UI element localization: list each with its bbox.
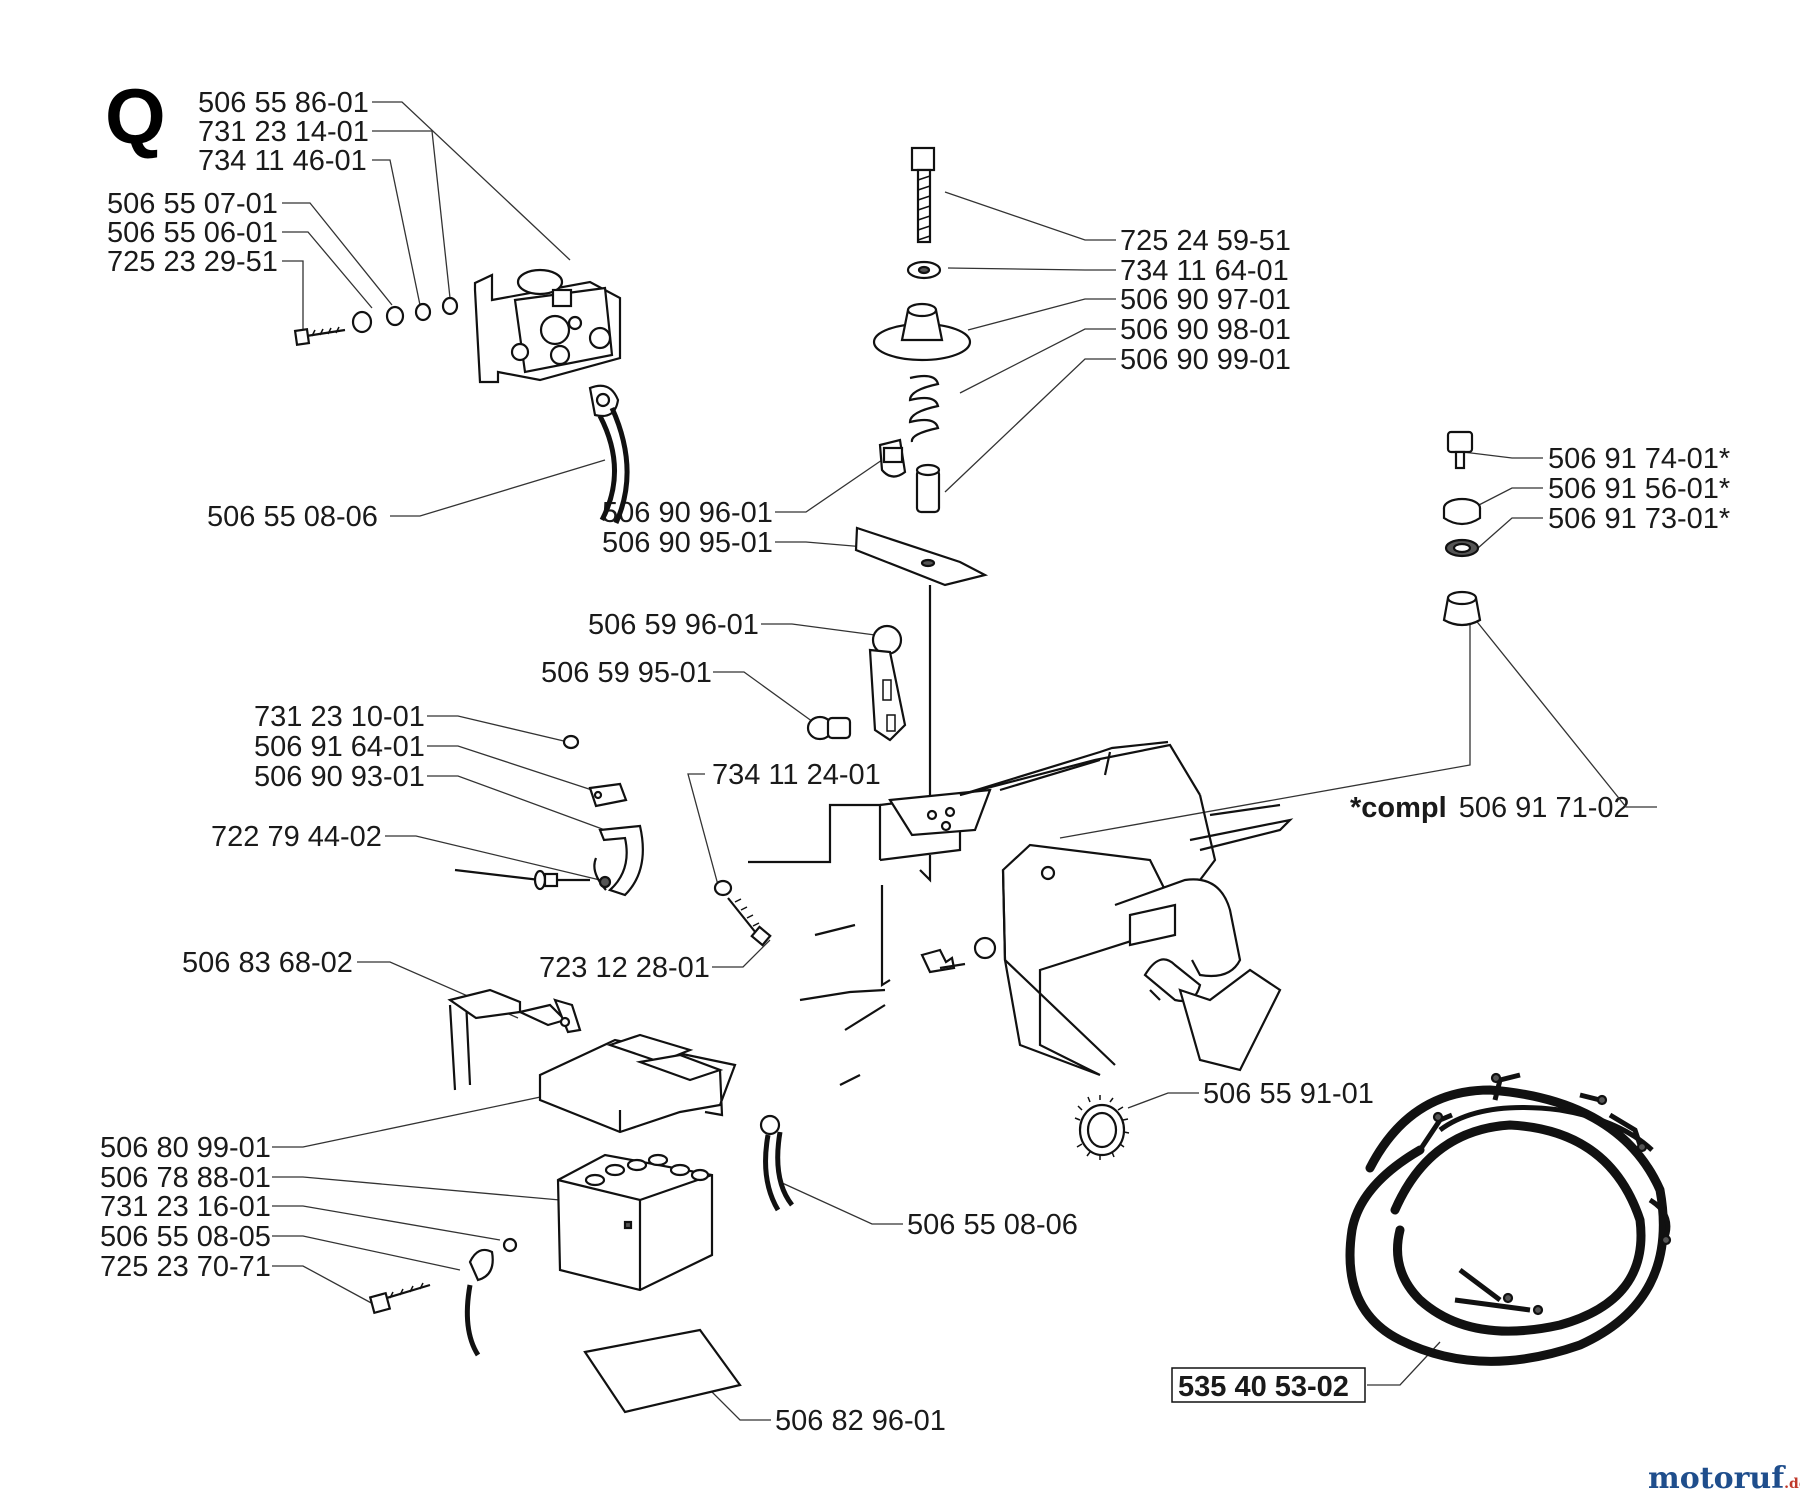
harness-label-box: [1171, 1367, 1366, 1403]
part-label: 506 91 73-01*: [1548, 503, 1730, 535]
part-label: 506 91 64-01: [254, 731, 425, 763]
part-label: 506 90 93-01: [254, 761, 425, 793]
part-label: 722 79 44-02: [211, 821, 382, 853]
part-label: 506 90 97-01: [1120, 284, 1291, 316]
part-label: 731 23 10-01: [254, 701, 425, 733]
part-label: 506 55 07-01: [107, 188, 278, 220]
part-label: 506 55 91-01: [1203, 1078, 1374, 1110]
section-letter: Q: [105, 72, 166, 160]
part-label: 725 23 29-51: [107, 246, 278, 278]
battery: [368, 1114, 795, 1357]
chassis-frame: [748, 740, 1294, 1086]
key-switch-assembly: [1442, 430, 1482, 627]
harness-label: 535 40 53-02: [1178, 1371, 1349, 1403]
part-label: 731 23 16-01: [100, 1191, 271, 1223]
compl-label: *compl 506 91 71-02: [1350, 792, 1630, 824]
gear-bushing: [1074, 1095, 1130, 1160]
part-label: 725 24 59-51: [1120, 225, 1291, 257]
part-label: 506 90 96-01: [602, 497, 773, 529]
part-label: 506 78 88-01: [100, 1162, 271, 1194]
battery-cover: [538, 1033, 737, 1134]
part-label: 506 91 74-01*: [1548, 443, 1730, 475]
part-label: 734 11 24-01: [712, 759, 881, 791]
part-label: 506 91 56-01*: [1548, 473, 1730, 505]
part-label: 506 90 98-01: [1120, 314, 1291, 346]
lever-assembly: [806, 624, 907, 742]
part-label: 506 59 96-01: [588, 609, 759, 641]
part-label: 506 90 95-01: [602, 527, 773, 559]
solenoid-assembly: [293, 268, 630, 525]
part-label: 506 55 08-05: [100, 1221, 271, 1253]
watermark-suffix: .de: [1784, 1476, 1800, 1492]
compl-number: 506 91 71-02: [1459, 792, 1630, 824]
part-label: 506 55 08-06: [907, 1209, 1078, 1241]
part-label: 506 59 95-01: [541, 657, 712, 689]
part-label: 506 82 96-01: [775, 1405, 946, 1437]
leader-lines: [272, 101, 1657, 1421]
part-label: 734 11 46-01: [198, 145, 367, 177]
switch-clip-assembly: [454, 734, 772, 947]
shaft-assembly: [854, 146, 989, 810]
part-label: 506 90 99-01: [1120, 344, 1291, 376]
part-label: 723 12 28-01: [539, 952, 710, 984]
watermark-main: motoruf: [1648, 1461, 1786, 1496]
part-label: 506 80 99-01: [100, 1132, 271, 1164]
part-labels: 506 55 86-01 731 23 14-01 734 11 46-01 5…: [100, 87, 1730, 1437]
battery-mat: [583, 1328, 742, 1414]
part-label: 725 23 70-71: [100, 1251, 271, 1283]
wire-harness: [1345, 1072, 1672, 1366]
battery-holder: [447, 988, 582, 1091]
part-label: 731 23 14-01: [198, 116, 369, 148]
watermark-logo: motoruf.de: [1648, 1461, 1800, 1496]
part-label: 734 11 64-01: [1120, 255, 1289, 287]
part-label: 506 83 68-02: [182, 947, 353, 979]
compl-prefix: *compl: [1350, 792, 1447, 824]
part-label: 506 55 08-06: [207, 501, 378, 533]
part-label: 506 55 86-01: [198, 87, 369, 119]
part-label: 506 55 06-01: [107, 217, 278, 249]
